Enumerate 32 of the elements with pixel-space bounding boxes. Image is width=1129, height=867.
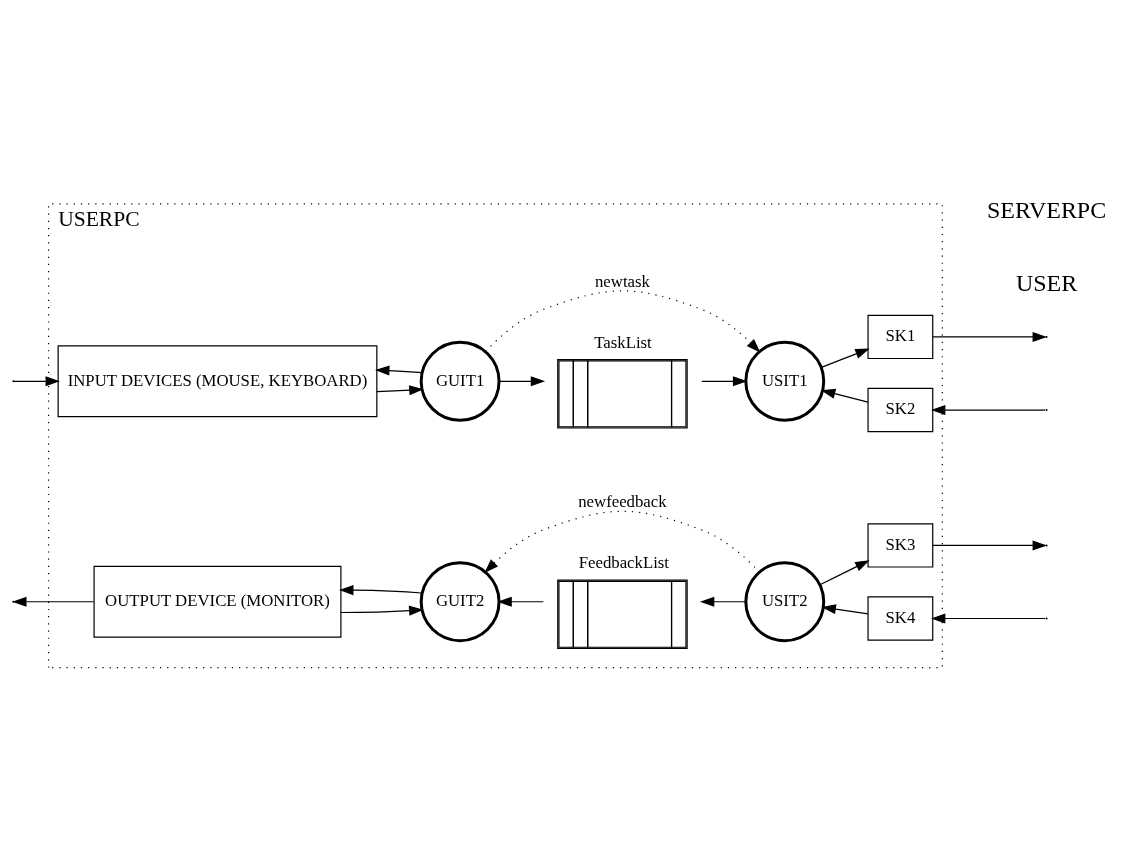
node-box: INPUT DEVICES (MOUSE, KEYBOARD) bbox=[57, 344, 378, 417]
arrow bbox=[930, 404, 1046, 415]
edge-label: newtask bbox=[594, 271, 650, 291]
arrow bbox=[819, 559, 870, 585]
arrow bbox=[339, 584, 423, 595]
node-box: SK3 bbox=[867, 522, 934, 568]
node-label: FeedbackList bbox=[578, 552, 670, 572]
arrow bbox=[820, 348, 870, 368]
arrow bbox=[13, 375, 60, 386]
arrow bbox=[701, 375, 748, 386]
arrow bbox=[699, 596, 747, 607]
node-label: TaskList bbox=[594, 332, 652, 352]
node-box: SK2 bbox=[867, 387, 934, 432]
arrow bbox=[375, 365, 423, 376]
arrow bbox=[340, 605, 424, 616]
arrow bbox=[498, 375, 546, 386]
node-circle: USIT2 bbox=[744, 560, 826, 642]
arrow bbox=[12, 596, 95, 607]
edge-label: newfeedback bbox=[578, 491, 667, 511]
node-box: SK1 bbox=[867, 314, 934, 359]
node-circle: GUIT1 bbox=[419, 340, 501, 422]
arrow bbox=[930, 612, 1046, 624]
node-box: SK4 bbox=[867, 595, 934, 641]
arrow bbox=[932, 331, 1047, 342]
node-box: OUTPUT DEVICE (MONITOR) bbox=[93, 565, 342, 638]
arrow bbox=[376, 384, 424, 395]
arrow bbox=[932, 539, 1047, 550]
arrow bbox=[821, 603, 869, 614]
arrow bbox=[820, 388, 869, 403]
label: USER bbox=[1015, 269, 1078, 296]
arrow bbox=[497, 596, 544, 607]
label: SERVERPC bbox=[986, 196, 1107, 223]
